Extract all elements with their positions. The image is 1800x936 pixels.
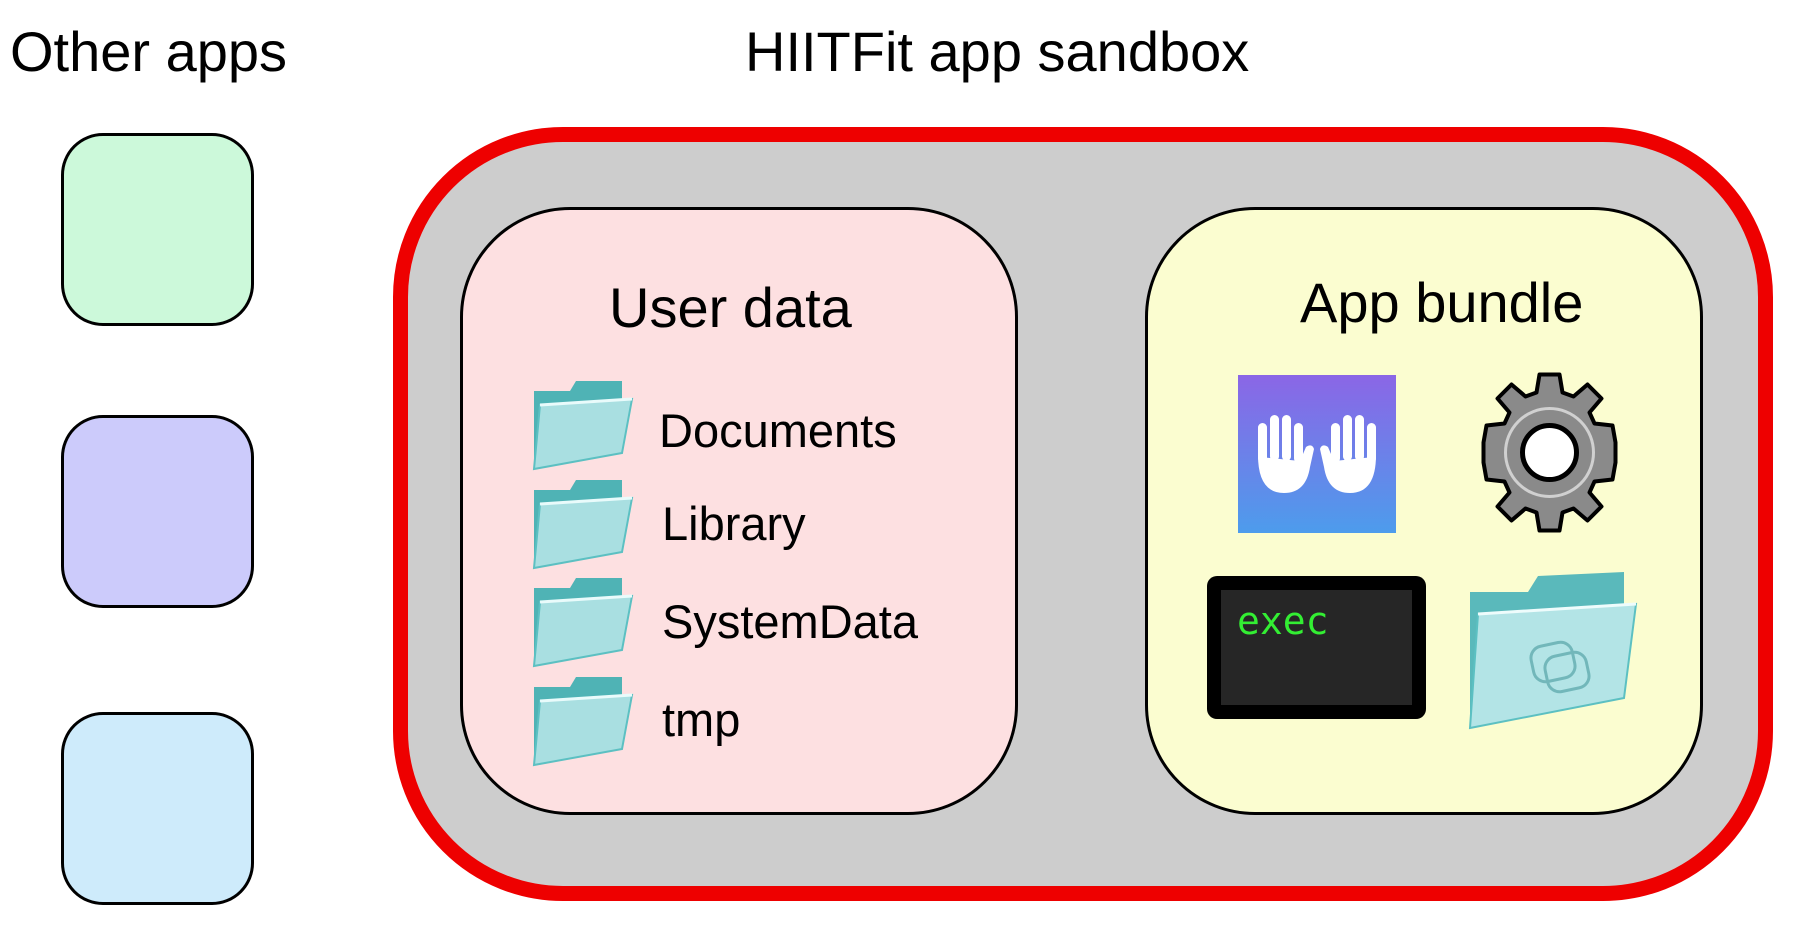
exec-label: exec bbox=[1237, 599, 1329, 643]
hands-icon bbox=[1258, 415, 1376, 493]
app-bundle-title: App bundle bbox=[1300, 271, 1584, 334]
folder-label-documents: Documents bbox=[659, 404, 897, 457]
folder-icon bbox=[532, 480, 634, 570]
user-data-title: User data bbox=[609, 276, 852, 339]
folder-icon bbox=[532, 381, 634, 471]
folder-label-systemdata: SystemData bbox=[662, 595, 918, 648]
other-app-1 bbox=[61, 133, 254, 326]
other-apps-heading: Other apps bbox=[10, 20, 288, 83]
app-icon-hands bbox=[1238, 375, 1396, 533]
other-app-3 bbox=[61, 712, 254, 905]
other-app-2 bbox=[61, 415, 254, 608]
folder-label-library: Library bbox=[662, 497, 806, 550]
terminal-icon: exec bbox=[1207, 576, 1426, 719]
folder-icon bbox=[532, 578, 634, 668]
gear-icon bbox=[1481, 372, 1618, 533]
resources-folder-icon bbox=[1468, 572, 1638, 730]
sandbox-heading: HIITFit app sandbox bbox=[745, 20, 1250, 83]
terminal-screen: exec bbox=[1221, 590, 1412, 705]
folder-icon bbox=[532, 677, 634, 767]
folder-label-tmp: tmp bbox=[662, 693, 741, 746]
